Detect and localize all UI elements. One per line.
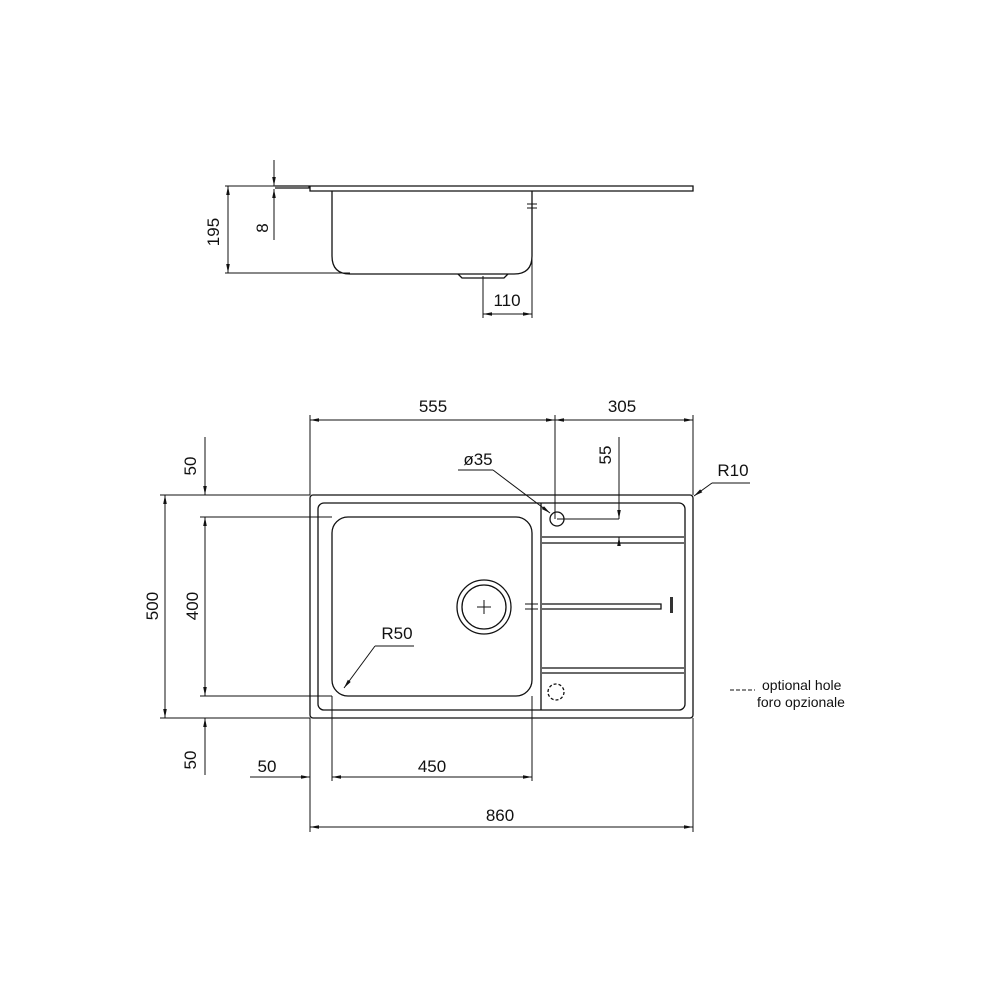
legend-line2: foro opzionale: [757, 694, 845, 710]
label-8: 8: [253, 223, 272, 232]
sink-outline: [309, 494, 694, 719]
leader-tap-hole: [492, 469, 551, 514]
label-50-top: 50: [181, 457, 200, 476]
drain-inner: [461, 584, 507, 630]
label-55: 55: [596, 446, 615, 465]
label-50-left: 50: [258, 757, 277, 776]
label-110: 110: [493, 291, 520, 310]
label-50-bottom: 50: [181, 751, 200, 770]
top-view: 555 305 ø35 55 R10 500 400 50 50 R50 50 …: [143, 397, 750, 832]
label-305: 305: [608, 397, 636, 416]
label-500: 500: [143, 592, 162, 620]
bowl-profile: [331, 191, 533, 275]
bowl: [331, 516, 533, 697]
side-view: 195 8 110: [204, 160, 694, 318]
label-450: 450: [418, 757, 446, 776]
drainer-slot: [542, 603, 662, 610]
drain-center-cross: [477, 600, 491, 614]
optional-hole: [547, 683, 565, 701]
label-tap-hole: ø35: [463, 450, 492, 469]
leader-r10: [693, 482, 713, 497]
leader-r50: [343, 645, 376, 689]
label-860: 860: [486, 806, 514, 825]
drain-outer: [456, 579, 512, 635]
label-r10: R10: [717, 461, 748, 480]
label-r50: R50: [381, 624, 412, 643]
label-400: 400: [183, 592, 202, 620]
brand-logo: [670, 597, 673, 613]
sink-top-plate: [275, 185, 694, 192]
label-555: 555: [419, 397, 447, 416]
legend-line1: optional hole: [762, 677, 842, 693]
legend: optional hole foro opzionale: [730, 677, 845, 710]
inner-rim: [317, 502, 686, 711]
label-195: 195: [204, 218, 223, 246]
drainer-ribs: [542, 536, 684, 674]
